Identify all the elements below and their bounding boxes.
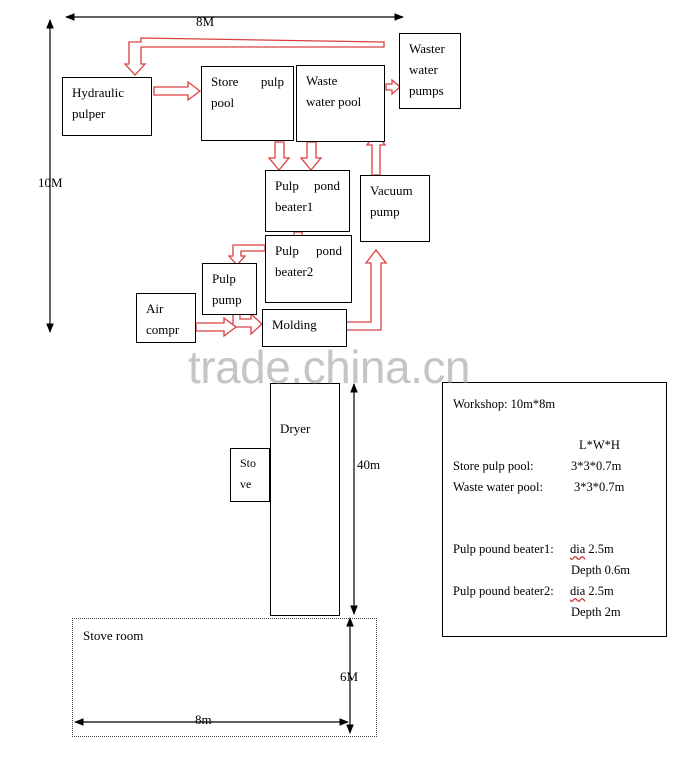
- pulp-pond-beater2-box: Pulp pond beater2: [265, 235, 352, 303]
- flow-arrow-store-to-beater1: [267, 141, 291, 172]
- flow-arrow-waste-to-beater1: [299, 141, 323, 172]
- store-pulp-pool-word2: pulp: [260, 74, 284, 89]
- flow-arrow-pulppump-to-molding: [232, 312, 263, 336]
- beater2-word2: pond: [316, 243, 342, 258]
- dimension-40m-label: 40m: [357, 457, 381, 472]
- legend-waste-label: Waste water pool:: [453, 480, 543, 494]
- dimension-10m-left-label: 10M: [38, 175, 63, 190]
- store-pulp-pool-box: Store pulp pool: [201, 66, 294, 141]
- dimension-8m-top-label: 8M: [196, 14, 215, 29]
- legend-store-label: Store pulp pool:: [453, 459, 534, 473]
- hydraulic-pulper-line1: Hydraulic: [72, 85, 124, 100]
- air-compr-line2: compr: [146, 322, 180, 337]
- dryer-label: Dryer: [280, 421, 311, 436]
- pulp-pump-line2: pump: [212, 292, 242, 307]
- legend-beater1-dia: dia 2.5m: [570, 542, 614, 557]
- waste-water-pool-box: Waste water pool: [296, 65, 385, 142]
- legend-workshop: Workshop: 10m*8m: [453, 397, 556, 411]
- flow-arrow-waste-to-pumps: [385, 78, 401, 96]
- vacuum-pump-box: Vacuum pump: [360, 175, 430, 242]
- flow-arrow-pumps-to-pulper: [123, 37, 385, 76]
- vacuum-pump-line1: Vacuum: [370, 183, 413, 198]
- legend-store-value: 3*3*0.7m: [571, 459, 622, 473]
- legend-beater1-depth: Depth 0.6m: [571, 563, 631, 577]
- stove-line1: Sto: [240, 456, 257, 470]
- legend-beater2-dia-word: dia: [570, 584, 586, 598]
- stove-room-area: Stove room: [72, 618, 377, 737]
- pulp-pump-line1: Pulp: [212, 271, 236, 286]
- stove-line2: ve: [240, 477, 252, 491]
- flow-arrow-molding-to-vacuum: [345, 248, 388, 331]
- air-compr-line1: Air: [146, 301, 164, 316]
- beater2-word3: beater2: [275, 264, 314, 279]
- dryer-box: Dryer: [270, 383, 340, 616]
- legend-waste-value: 3*3*0.7m: [574, 480, 625, 494]
- hydraulic-pulper-box: Hydraulic pulper: [62, 77, 152, 136]
- beater1-word1: Pulp: [275, 178, 299, 193]
- hydraulic-pulper-line2: pulper: [72, 106, 106, 121]
- legend-beater2-dia: dia 2.5m: [570, 584, 614, 599]
- workshop-spec-legend: Workshop: 10m*8m L*W*H Store pulp pool: …: [442, 382, 667, 637]
- legend-beater1-label: Pulp pound beater1:: [453, 542, 554, 556]
- flow-arrow-beater2-to-pulppump: [227, 244, 266, 266]
- waster-water-pumps-box: Waster water pumps: [399, 33, 461, 109]
- waste-water-pool-line2: water pool: [306, 94, 362, 109]
- waster-water-pumps-line1: Waster: [409, 41, 445, 56]
- legend-beater1-dia-word: dia: [570, 542, 586, 556]
- pulp-pump-box: Pulp pump: [202, 263, 257, 315]
- flow-arrow-air-to-molding: [195, 316, 238, 338]
- pulp-pond-beater1-box: Pulp pond beater1: [265, 170, 350, 232]
- stove-room-label: Stove room: [83, 628, 144, 643]
- molding-box: Molding: [262, 309, 347, 347]
- legend-beater2-depth: Depth 2m: [571, 605, 621, 619]
- legend-beater1-dia-value: 2.5m: [585, 542, 614, 556]
- legend-header: L*W*H: [579, 438, 620, 452]
- watermark-text: trade.china.cn: [188, 341, 470, 393]
- beater2-word1: Pulp: [275, 243, 299, 258]
- molding-label: Molding: [272, 317, 317, 332]
- store-pulp-pool-word3: pool: [211, 95, 235, 110]
- stove-box: Sto ve: [230, 448, 270, 502]
- flow-arrow-pulper-to-store: [153, 80, 202, 102]
- vacuum-pump-line2: pump: [370, 204, 400, 219]
- waste-water-pool-line1: Waste: [306, 73, 338, 88]
- air-compr-box: Air compr: [136, 293, 196, 343]
- waster-water-pumps-line2: water: [409, 62, 438, 77]
- legend-beater2-label: Pulp pound beater2:: [453, 584, 554, 598]
- beater1-word2: pond: [314, 178, 340, 193]
- legend-beater2-dia-value: 2.5m: [585, 584, 614, 598]
- store-pulp-pool-word1: Store: [211, 74, 239, 89]
- beater1-word3: beater1: [275, 199, 314, 214]
- dimension-8m-bottom-label: 8m: [195, 712, 212, 727]
- waster-water-pumps-line3: pumps: [409, 83, 444, 98]
- dimension-6m-label: 6M: [340, 669, 359, 684]
